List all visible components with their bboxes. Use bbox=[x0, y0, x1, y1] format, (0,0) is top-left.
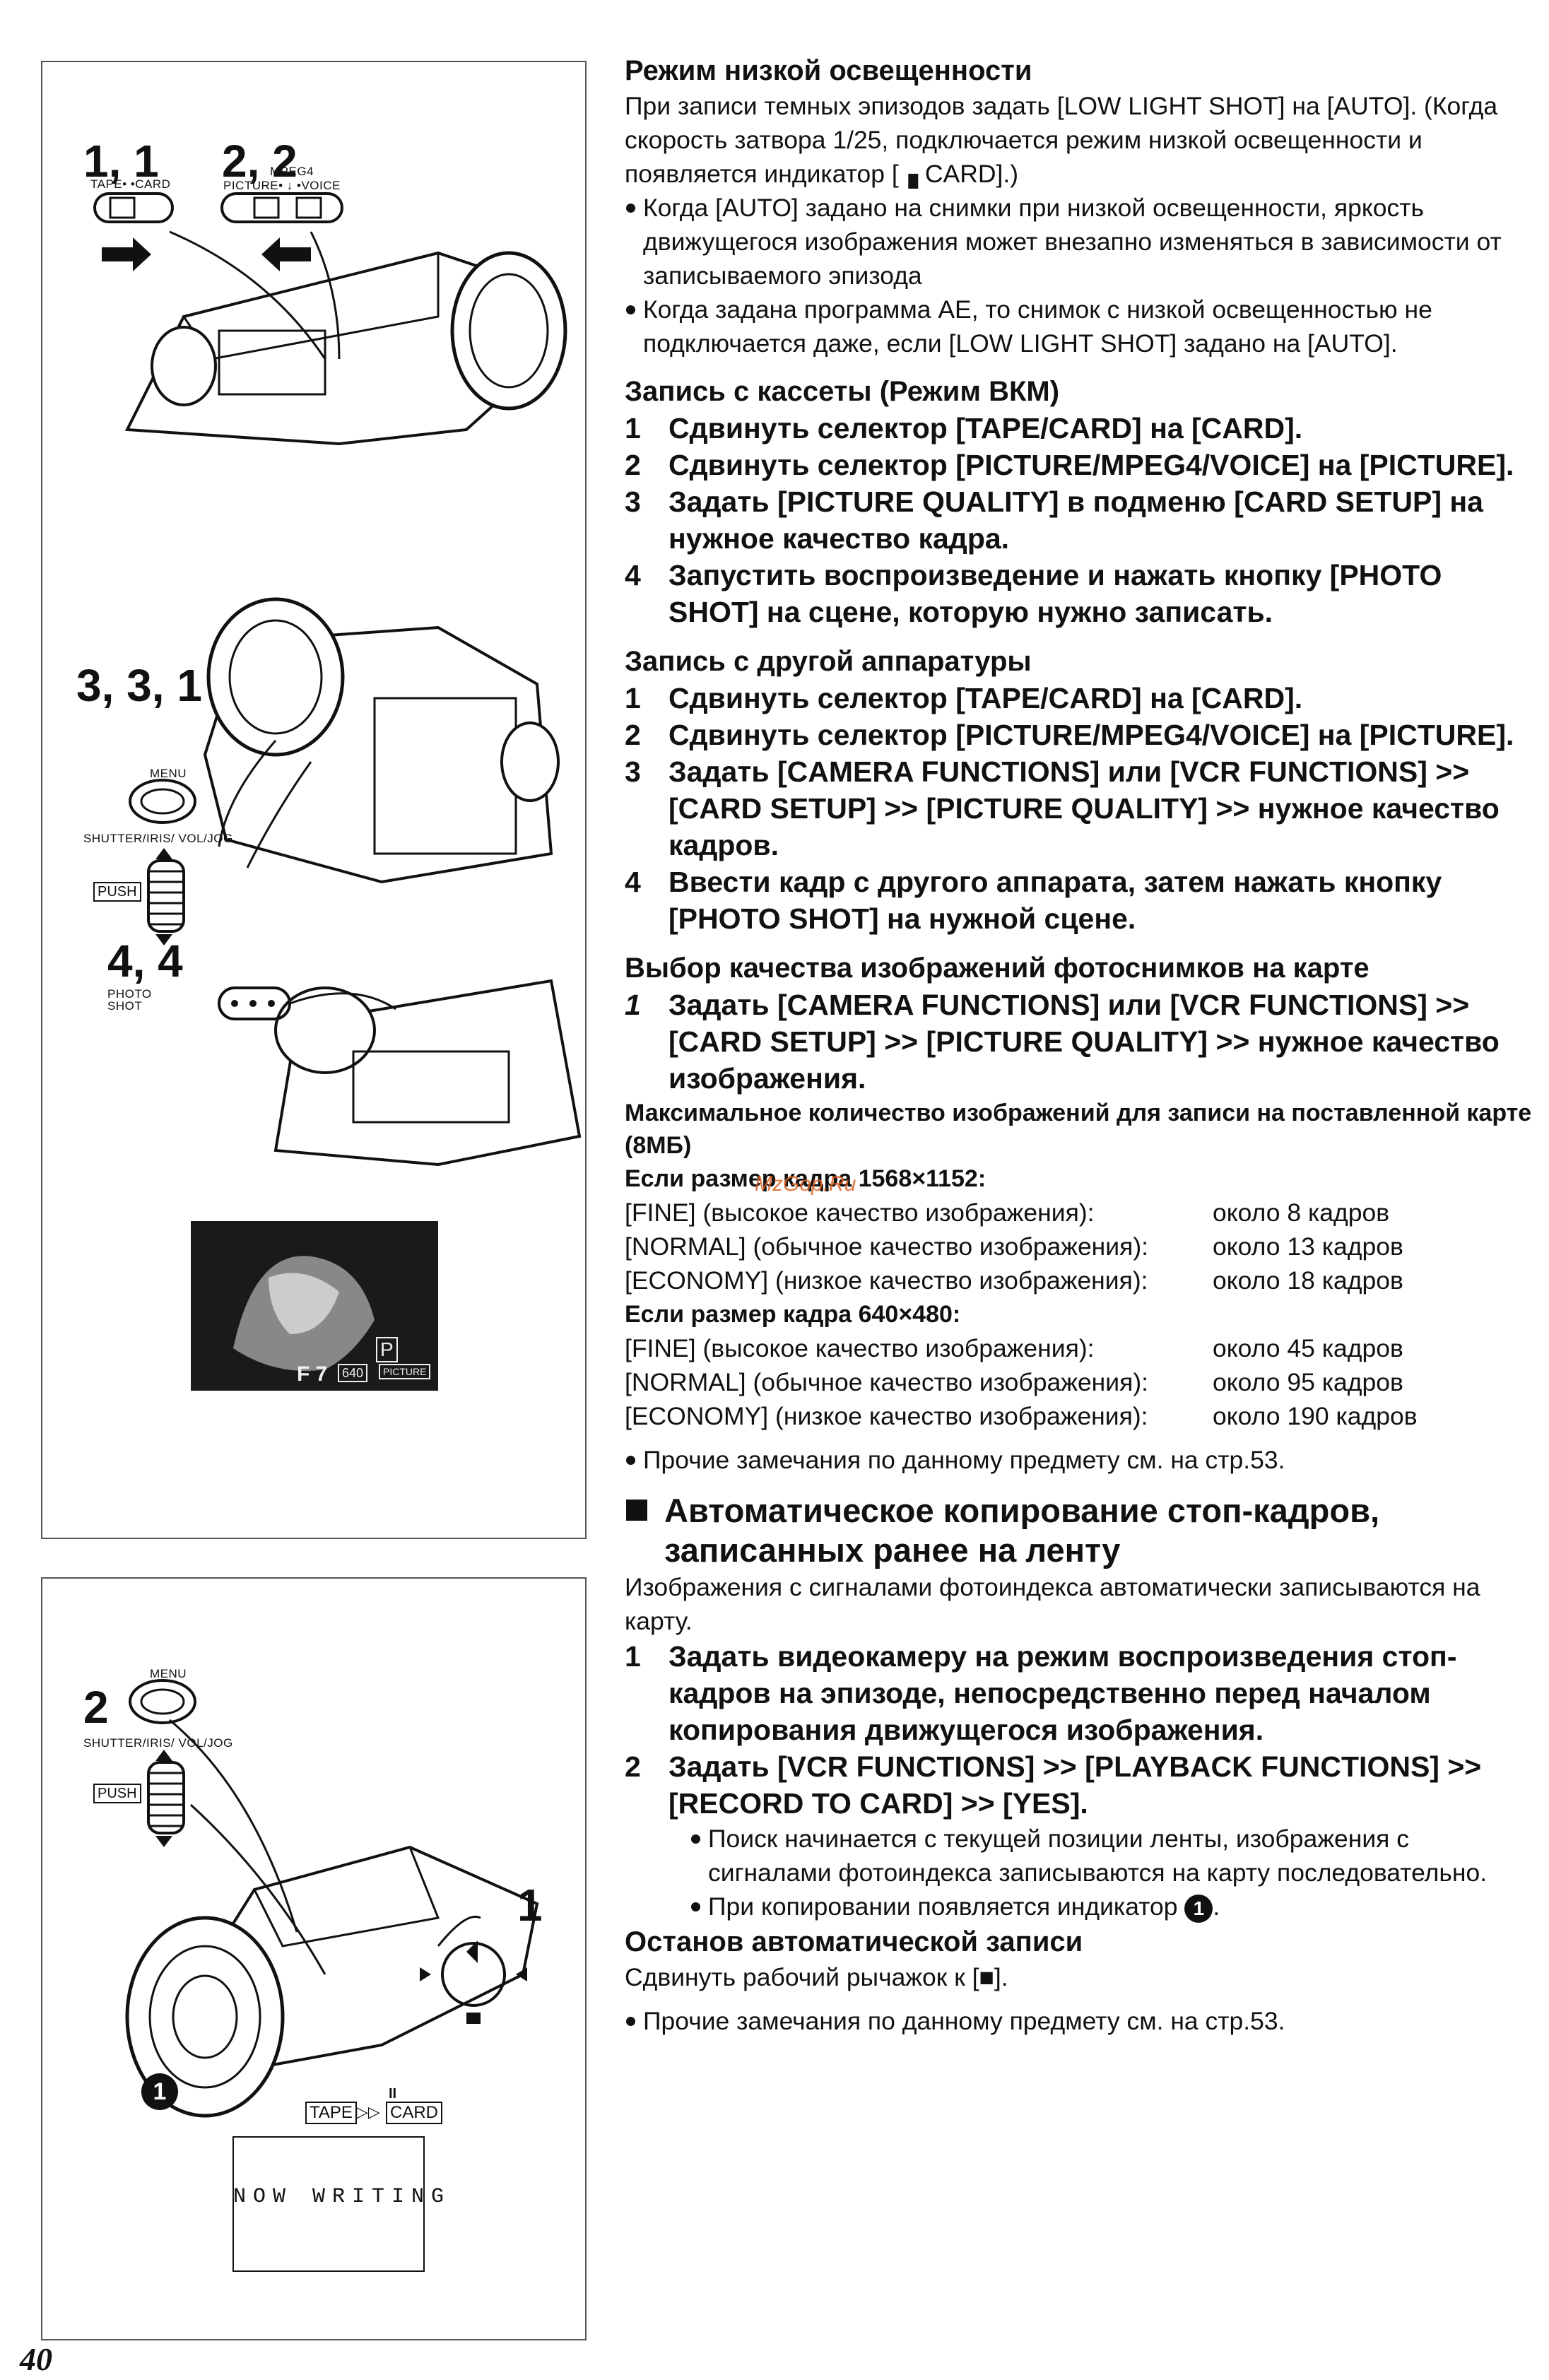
auto-copy-intro: Изображения с сигналами фотоиндекса авто… bbox=[625, 1573, 1480, 1635]
vcr-record-title: Запись с кассеты (Режим ВКМ) bbox=[625, 376, 1060, 407]
quality-title: Выбор качества изображений фотоснимков н… bbox=[625, 953, 1370, 984]
shutter-label: SHUTTER/IRIS/ VOL/JOG bbox=[83, 832, 233, 845]
photo-shot-label: PHOTO SHOT bbox=[107, 987, 152, 1013]
indicator-marker-icon: 1 bbox=[1184, 1894, 1213, 1923]
low-light-title: Режим низкой освещенности bbox=[625, 55, 1032, 86]
text-column: Режим низкой освещенности При записи тем… bbox=[625, 52, 1536, 2038]
push-label: PUSH bbox=[93, 1784, 141, 1803]
tape-badge: TAPE bbox=[305, 2102, 357, 2124]
auto-copy-note-1: Поиск начинается с текущей позиции ленты… bbox=[690, 1822, 1536, 1890]
low-light-note-1: Когда [AUTO] задано на снимки при низкой… bbox=[625, 191, 1536, 293]
auto-copy-title: Автоматическое копирование стоп-кадров, … bbox=[625, 1491, 1536, 1570]
step-label-3: 3, 3, 1 bbox=[76, 660, 202, 711]
picture-voice-label: PICTURE• ↓ •VOICE bbox=[223, 179, 341, 192]
table-row: [ECONOMY] (низкое качество изображения):… bbox=[625, 1266, 1403, 1295]
camera-illustrations-top bbox=[93, 192, 582, 1391]
mpeg4-label: MPEG4 bbox=[270, 165, 314, 178]
size-1568-heading: Если размер кадра 1568×1152: bbox=[625, 1165, 986, 1192]
table-row: [FINE] (высокое качество изображения):ок… bbox=[625, 1334, 1403, 1362]
stop-auto-title: Останов автоматической записи bbox=[625, 1926, 1083, 1957]
shutter-label: SHUTTER/IRIS/ VOL/JOG bbox=[83, 1736, 233, 1750]
menu-label: MENU bbox=[150, 767, 187, 780]
illustration-panel-bottom: 2 MENU SHUTTER/IRIS/ VOL/JOG PUSH 1 1 II… bbox=[41, 1577, 587, 2340]
auto-copy-note-2: При копировании появляется индикатор 1. bbox=[690, 1890, 1536, 1924]
low-light-desc: При записи темных эпизодов задать [LOW L… bbox=[625, 92, 1498, 188]
step-label-1: 1, 1 bbox=[83, 136, 159, 187]
copy-arrow-icon: ▷▷ bbox=[356, 2103, 380, 2121]
size-640-heading: Если размер кадра 640×480: bbox=[625, 1301, 961, 1328]
watermark-text: MzGop.Ru bbox=[755, 1172, 856, 1196]
card-badge: CARD bbox=[386, 2102, 443, 2124]
step-label-2: 2, 2 bbox=[222, 136, 298, 187]
external-record-title: Запись с другой аппаратуры bbox=[625, 646, 1032, 677]
step-label-1: 1 bbox=[517, 1880, 543, 1931]
table-row: [NORMAL] (обычное качество изображения):… bbox=[625, 1232, 1403, 1261]
step-label-4: 4, 4 bbox=[107, 936, 183, 986]
indicator-marker-1: 1 bbox=[141, 2073, 178, 2110]
pause-icon: II bbox=[389, 2086, 397, 2102]
stop-auto-text: Сдвинуть рабочий рычажок к [■]. bbox=[625, 1963, 1008, 1991]
osd-picture-icon: PICTURE bbox=[379, 1364, 431, 1379]
auto-copy-note: Прочие замечания по данному предмету см.… bbox=[625, 2004, 1536, 2038]
table-row: [NORMAL] (обычное качество изображения):… bbox=[625, 1368, 1403, 1396]
max-images-line: Максимальное количество изображений для … bbox=[625, 1100, 1532, 1159]
osd-size-640: 640 bbox=[338, 1364, 368, 1382]
step-label-2: 2 bbox=[83, 1682, 109, 1733]
tape-card-label: TAPE• •CARD bbox=[90, 177, 171, 191]
osd-frame-count: F 7 bbox=[297, 1362, 328, 1386]
camera-illustrations-bottom bbox=[125, 1679, 539, 2272]
illustration-panel-top: 1, 1 2, 2 TAPE• •CARD MPEG4 PICTURE• ↓ •… bbox=[41, 61, 587, 1539]
low-light-note-2: Когда задана программа AE, то снимок с н… bbox=[625, 293, 1536, 360]
quality-note: Прочие замечания по данному предмету см.… bbox=[625, 1443, 1536, 1477]
now-writing-text: NOW WRITING bbox=[233, 2185, 452, 2209]
section-square-icon bbox=[626, 1500, 647, 1521]
osd-p-icon: P bbox=[376, 1337, 398, 1362]
push-label: PUSH bbox=[93, 882, 141, 902]
page-number: 40 bbox=[20, 2341, 52, 2377]
table-row: [FINE] (высокое качество изображения):ок… bbox=[625, 1198, 1390, 1227]
table-row: [ECONOMY] (низкое качество изображения):… bbox=[625, 1402, 1418, 1430]
menu-label: MENU bbox=[150, 1667, 187, 1680]
